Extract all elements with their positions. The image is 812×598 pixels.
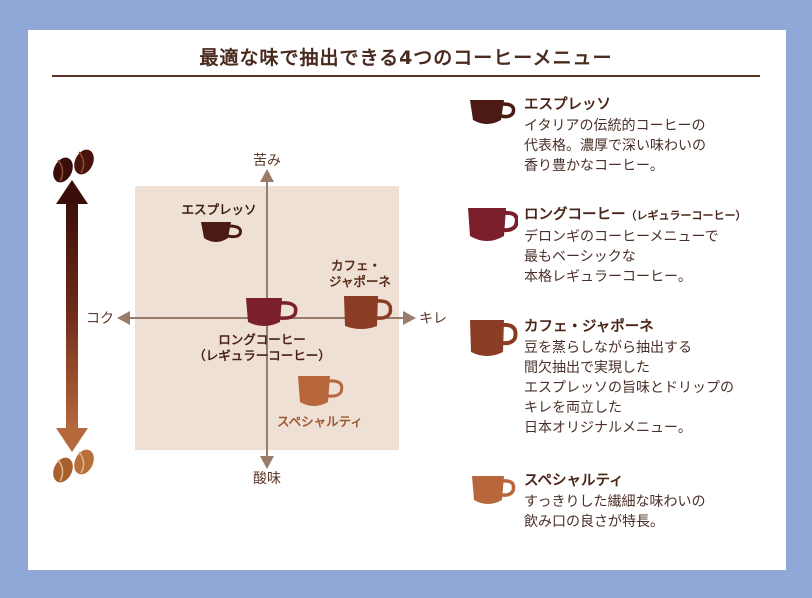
map-label-cafe-japonais-2: ジャポーネ: [329, 274, 391, 289]
legend-name-long-coffee: ロングコーヒー: [524, 207, 626, 223]
map-item-specialty: スペシャルティ: [277, 376, 363, 429]
page-title: 最適な味で抽出できる4つのコーヒーメニュー: [199, 47, 613, 69]
legend-name-sub-long-coffee: （レギュラーコーヒー）: [625, 209, 747, 222]
long-coffee-mug-icon: [468, 208, 518, 241]
axis-label-top: 苦み: [253, 153, 281, 169]
specialty-cup-icon: [298, 376, 344, 406]
espresso-cup-icon: [201, 222, 242, 242]
map-item-long-coffee: ロングコーヒー （レギュラーコーヒー）: [193, 298, 331, 363]
legend-name-cafe-japonais: カフェ・ジャポーネ: [524, 319, 654, 335]
legend-desc-espresso: イタリアの伝統的コーヒーの 代表格。濃厚で深い味わいの 香り豊かなコーヒー。: [524, 118, 706, 174]
axis-label-left: コク: [86, 311, 114, 327]
map-item-espresso: エスプレッソ: [181, 202, 257, 242]
title-divider: [52, 75, 760, 77]
map-label-long-coffee-2: （レギュラーコーヒー）: [193, 348, 331, 363]
legend-name-specialty: スペシャルティ: [524, 473, 624, 489]
legend-desc-specialty: すっきりした繊細な味わいの 飲み口の良さが特長。: [524, 494, 706, 530]
roast-arrow: [56, 180, 88, 452]
map-label-long-coffee-1: ロングコーヒー: [218, 332, 306, 347]
axis-label-bottom: 酸味: [253, 471, 281, 487]
light-bean-icon: [53, 449, 94, 483]
long-coffee-mug-icon: [246, 298, 298, 326]
specialty-cup-icon: [472, 476, 516, 504]
legend-name-espresso: エスプレッソ: [524, 97, 611, 113]
legend-desc-cafe-japonais: 豆を蒸らしながら抽出する 間欠抽出で実現した エスプレッソの旨味とドリップの キ…: [524, 340, 734, 436]
map-label-cafe-japonais-1: カフェ・: [331, 258, 381, 273]
axis-label-right: キレ: [419, 311, 447, 327]
cafe-japonais-mug-icon: [470, 320, 518, 356]
espresso-cup-icon: [470, 100, 516, 124]
map-label-espresso: エスプレッソ: [181, 202, 256, 217]
dark-bean-icon: [53, 149, 94, 183]
cafe-japonais-mug-icon: [344, 296, 393, 329]
legend-desc-long-coffee: デロンギのコーヒーメニューで 最もベーシックな 本格レギュラーコーヒー。: [524, 229, 719, 285]
map-item-cafe-japonais: カフェ・ ジャポーネ: [329, 258, 393, 329]
map-label-specialty: スペシャルティ: [277, 414, 363, 429]
